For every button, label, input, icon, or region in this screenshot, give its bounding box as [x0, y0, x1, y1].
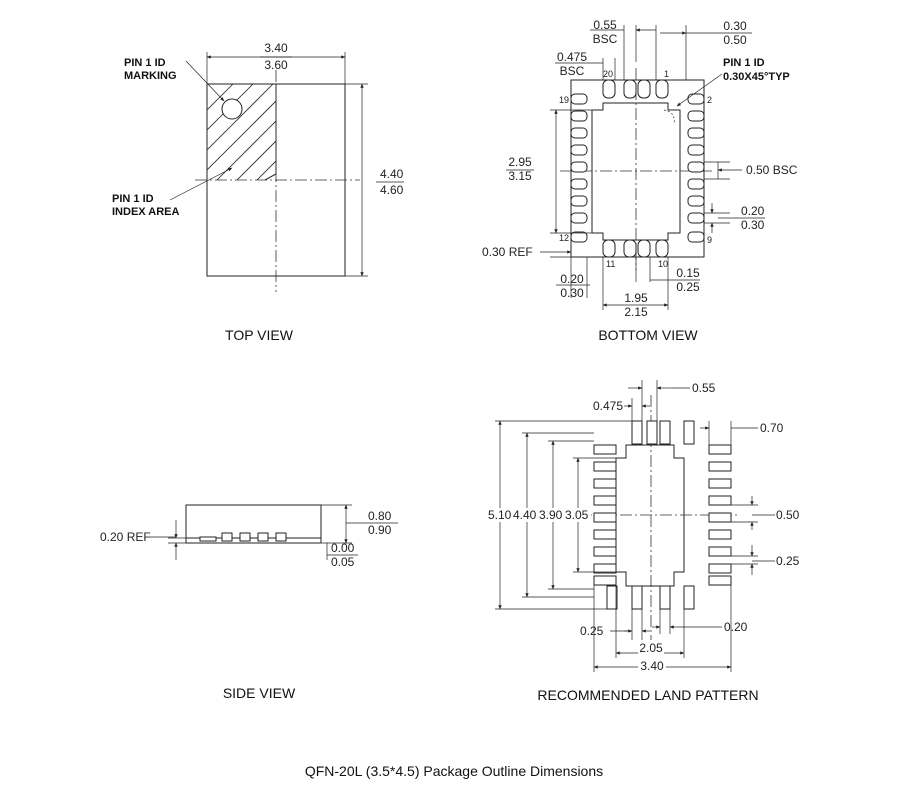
land-pattern-caption: RECOMMENDED LAND PATTERN: [537, 687, 758, 703]
side-view: 0.20 REF 0.80 0.90 0.00 0.05 SIDE VIEW: [100, 504, 398, 701]
top-height-max: 4.60: [380, 183, 404, 197]
pin1-marking-dot: [221, 98, 243, 120]
land-h390: 3.90: [539, 508, 563, 522]
land-pad-bot-1: [606, 585, 618, 610]
land-d055: 0.55: [692, 381, 716, 395]
land-right-pads: [708, 444, 732, 586]
bottom-pad-w-min: 0.30: [723, 19, 747, 33]
pin-number-19: 19: [559, 95, 569, 105]
pin-number-1: 1: [664, 69, 669, 79]
footer-title: QFN-20L (3.5*4.5) Package Outline Dimens…: [305, 763, 603, 779]
top-view: 3.40 3.60 4.40 4.60 PIN 1 ID MARKING PIN…: [112, 41, 404, 343]
bottom-view-body: [570, 79, 705, 258]
pin-number-11: 11: [606, 259, 615, 269]
pin1-marking-label-1: PIN 1 ID: [124, 57, 166, 69]
top-view-caption: TOP VIEW: [225, 327, 294, 343]
land-b020: 0.20: [724, 620, 748, 634]
side-view-caption: SIDE VIEW: [223, 685, 296, 701]
side-h-max: 0.90: [368, 523, 392, 537]
pin-number-12: 12: [559, 233, 569, 243]
land-left-pads: [593, 444, 617, 586]
bottom-pitch-b-note: BSC: [560, 64, 585, 78]
land-pattern: 0.55 0.475 0.70 5.10 4.40 3.90 3.05 0: [487, 380, 800, 703]
bottom-pin1-id-1: PIN 1 ID: [723, 57, 765, 69]
bottom-pitch-a-note: BSC: [593, 32, 618, 46]
bottom-pad-bot-4: [655, 239, 669, 258]
side-h-min: 0.80: [368, 509, 392, 523]
side-ref: 0.20 REF: [100, 530, 151, 544]
bottom-pad-top-2: [623, 79, 637, 99]
land-h305: 3.05: [565, 508, 589, 522]
pin-number-2: 2: [707, 95, 712, 105]
bottom-pad-w-max: 0.50: [723, 33, 747, 47]
land-pad-bot-2: [631, 585, 643, 610]
bottom-pin1-id-2: 0.30X45°TYP: [723, 71, 790, 83]
bottom-epad-w-min: 1.95: [624, 291, 648, 305]
bottom-epad-w-max: 2.15: [624, 305, 648, 319]
top-width-max: 3.60: [264, 58, 288, 72]
side-s-max: 0.05: [331, 555, 355, 569]
bottom-pitch-side: 0.50 BSC: [746, 163, 798, 177]
bottom-gap-max: 0.25: [676, 280, 700, 294]
side-s-min: 0.00: [331, 541, 355, 555]
pin-number-10: 10: [658, 259, 668, 269]
land-pad-bot-4: [683, 585, 695, 610]
bottom-gap-min: 0.15: [676, 266, 700, 280]
bottom-ref: 0.30 REF: [482, 245, 533, 259]
pin1-index-label-1: PIN 1 ID: [112, 193, 154, 205]
bottom-pad-20: [602, 79, 616, 99]
bottom-epad-h-min: 2.95: [508, 155, 532, 169]
land-pad-bot-3: [659, 585, 671, 610]
bottom-right-pads: [687, 93, 705, 243]
land-h440: 4.40: [513, 508, 537, 522]
bottom-left-pads: [570, 93, 588, 243]
bottom-pad-10: [637, 239, 651, 258]
bottom-epad-h-max: 3.15: [508, 169, 532, 183]
land-exposed-pad: [615, 444, 685, 587]
land-pad-top-2: [646, 420, 658, 445]
land-pad-top-4: [683, 420, 695, 445]
land-d0475: 0.475: [593, 399, 623, 413]
pin-number-20: 20: [603, 69, 613, 79]
bottom-view: 20 1 2 19 12 9 11 10 0.55 BSC 0.30 0.50 …: [482, 18, 798, 343]
land-pad-top-3: [659, 420, 671, 445]
bottom-pad-l-min: 0.20: [560, 272, 584, 286]
bottom-view-caption: BOTTOM VIEW: [598, 327, 698, 343]
land-w340: 3.40: [640, 659, 664, 673]
pin1-marking-label-2: MARKING: [124, 70, 177, 82]
bottom-pitch-a: 0.55: [593, 18, 617, 32]
pin1-index-area: [207, 84, 276, 180]
pin-number-9: 9: [707, 235, 712, 245]
bottom-pad-l-max: 0.30: [560, 286, 584, 300]
land-h510: 5.10: [488, 508, 512, 522]
top-height-min: 4.40: [380, 167, 404, 181]
land-p025: 0.25: [776, 554, 800, 568]
bottom-pad-top-3: [637, 79, 651, 99]
top-width-min: 3.40: [264, 41, 288, 55]
land-pad-top-1: [631, 420, 643, 445]
pin1-index-label-2: INDEX AREA: [112, 206, 179, 218]
side-view-body: [185, 504, 322, 539]
land-b025: 0.25: [580, 624, 604, 638]
bottom-pad-h-max: 0.30: [741, 218, 765, 232]
bottom-pitch-b: 0.475: [557, 50, 587, 64]
bottom-pad-11: [623, 239, 637, 258]
land-w205: 2.05: [639, 641, 663, 655]
bottom-pad-bot-1: [602, 239, 616, 258]
bottom-pad-h-min: 0.20: [741, 204, 765, 218]
land-p050: 0.50: [776, 508, 800, 522]
bottom-pad-1: [655, 79, 669, 99]
land-d070: 0.70: [760, 421, 784, 435]
